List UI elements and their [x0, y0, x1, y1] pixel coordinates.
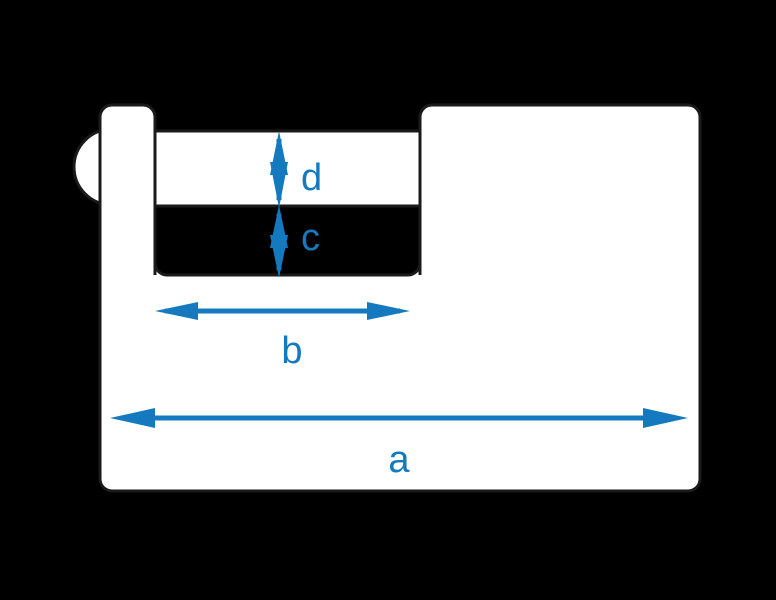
dimension-c-label: c [301, 217, 320, 259]
dimension-a-arrowhead-right [643, 408, 688, 428]
dimension-b: b [155, 302, 410, 372]
dimension-a: a [110, 408, 688, 481]
dimension-c-arrowhead-down [270, 235, 288, 278]
part-silhouette [72, 103, 702, 493]
dimension-b-label: b [281, 330, 302, 372]
dimension-b-arrowhead-left [155, 302, 198, 320]
body-outline-shape [98, 103, 702, 493]
recess-cutout-shape [153, 204, 422, 277]
dimension-d: d [270, 131, 322, 208]
dimension-a-arrowhead-left [110, 408, 155, 428]
dimension-d-arrowhead-down [270, 162, 288, 208]
dimension-d-label: d [301, 157, 322, 199]
dimension-a-label: a [388, 439, 410, 481]
dimension-b-arrowhead-right [367, 302, 410, 320]
dimension-c: c [270, 205, 320, 278]
